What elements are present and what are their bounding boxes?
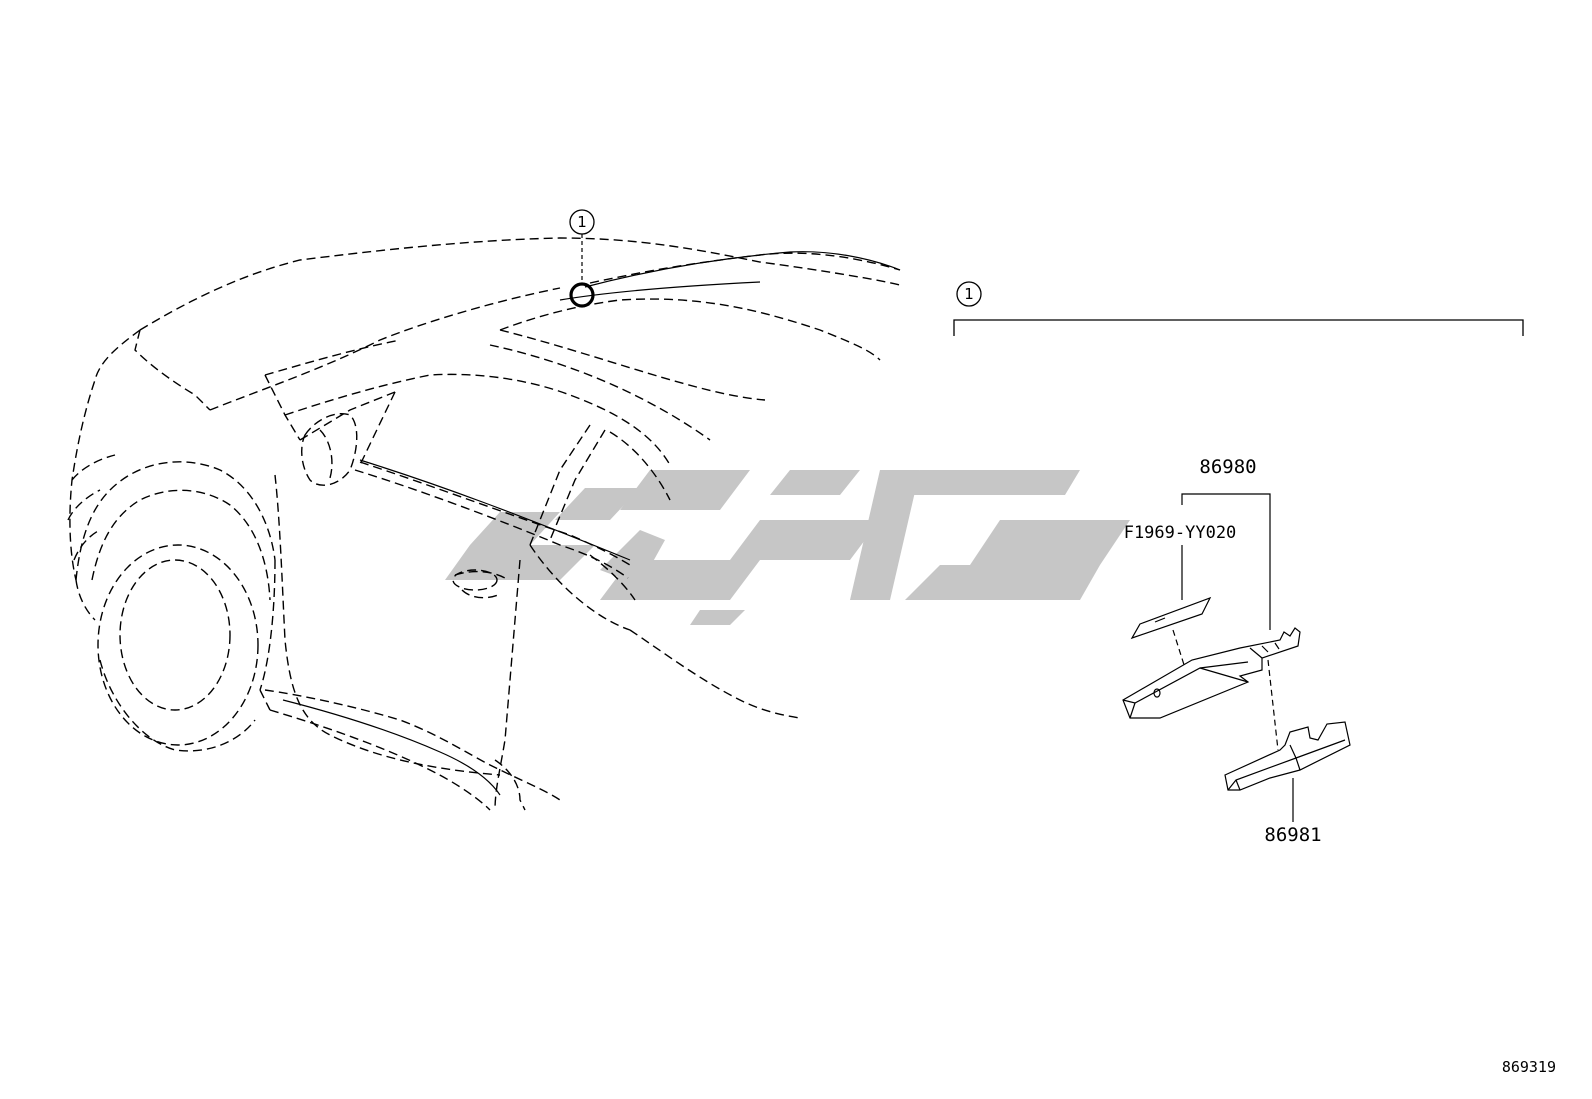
callout-1-detail-group: 1 xyxy=(953,281,1524,336)
part-label-bracket: 86981 xyxy=(1264,824,1321,846)
callout-circle-icon xyxy=(956,281,982,307)
callout-number: 1 xyxy=(577,213,587,231)
module-body xyxy=(1122,627,1301,719)
brand-watermark-logo xyxy=(445,470,1130,625)
part-label-sub-part: F1969-YY020 xyxy=(1124,523,1237,543)
vehicle-solid-lines xyxy=(282,251,901,796)
illustration-number: 869319 xyxy=(1502,1058,1556,1076)
part-label-assembly: 86980 xyxy=(1199,456,1256,478)
label-plate xyxy=(1130,596,1212,640)
assembly-leader-line xyxy=(1181,493,1271,630)
vehicle-outline xyxy=(67,237,901,811)
callout-1-vehicle: 1 xyxy=(569,209,595,308)
exploded-parts xyxy=(1122,596,1351,791)
mounting-location-marker xyxy=(569,282,595,308)
callout-number: 1 xyxy=(964,285,974,303)
bracket-body xyxy=(1224,721,1351,791)
group-bracket xyxy=(953,319,1524,336)
